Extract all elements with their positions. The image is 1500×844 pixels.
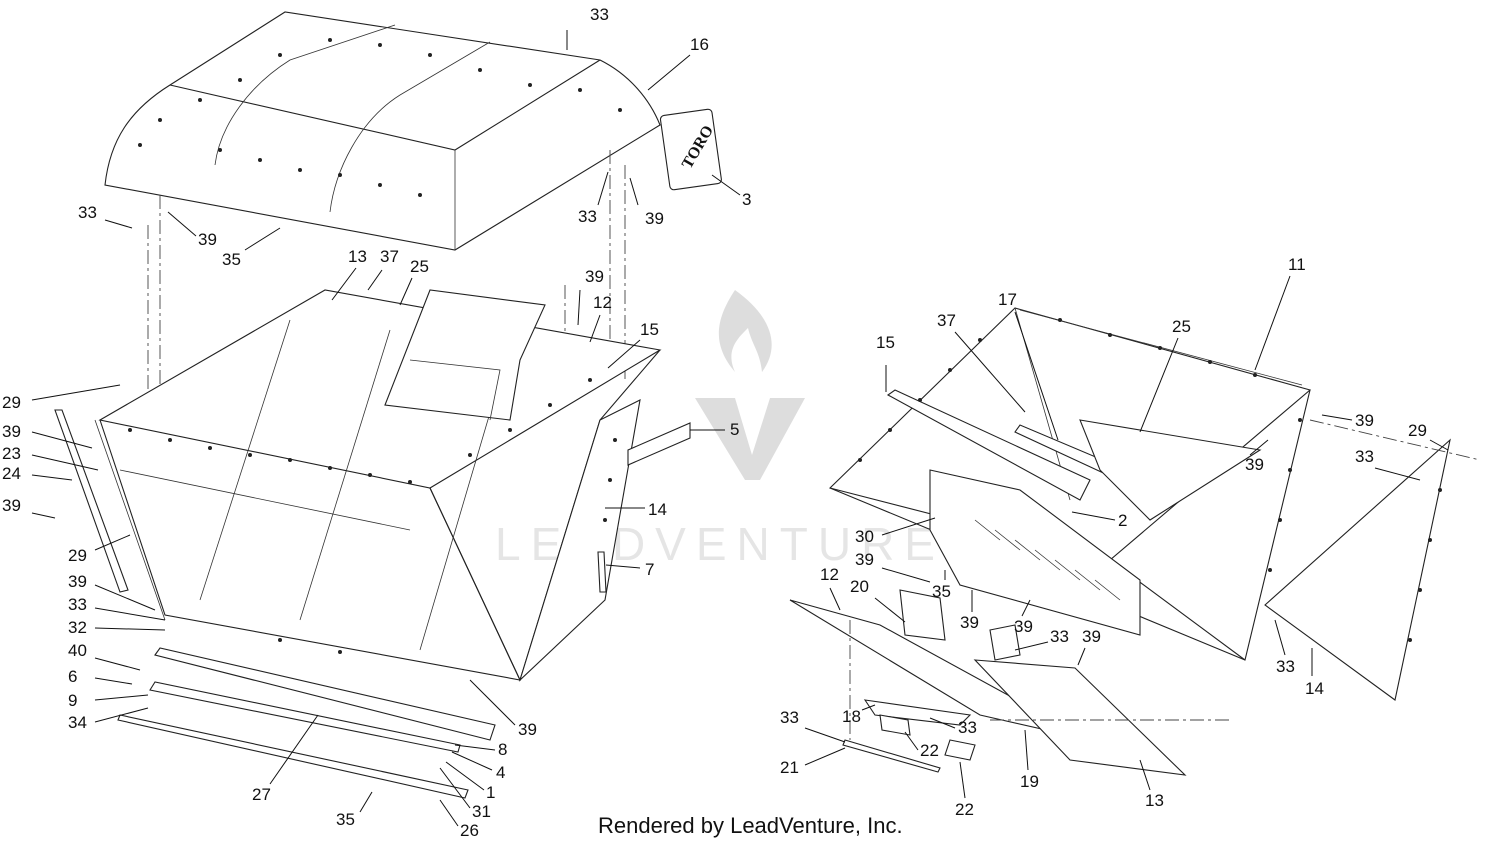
callout: 11 — [1288, 255, 1306, 274]
callout: 25 — [410, 257, 429, 276]
callout: 17 — [998, 290, 1017, 309]
top-cover — [104, 11, 661, 251]
callout: 23 — [2, 444, 21, 463]
callout: 26 — [460, 821, 479, 840]
callout: 32 — [68, 618, 87, 637]
callout: 25 — [1172, 317, 1191, 336]
callout: 34 — [68, 713, 87, 732]
callout: 39 — [585, 267, 604, 286]
callout: 20 — [850, 577, 869, 596]
callout: 3 — [742, 190, 751, 209]
callout: 29 — [1408, 421, 1427, 440]
callout: 29 — [68, 546, 87, 565]
callout: 33 — [958, 718, 977, 737]
callout: 33 — [780, 708, 799, 727]
callout: 7 — [645, 560, 654, 579]
callout: 39 — [518, 720, 537, 739]
callout: 33 — [578, 207, 597, 226]
callout: 39 — [960, 613, 979, 632]
callout: 30 — [855, 527, 874, 546]
callout: 39 — [1082, 627, 1101, 646]
callout: 13 — [348, 247, 367, 266]
callout: 35 — [932, 582, 951, 601]
toro-decal: TORO — [659, 108, 722, 191]
callout: 39 — [198, 230, 217, 249]
callout: 18 — [842, 707, 861, 726]
callout: 31 — [472, 802, 491, 821]
callout: 21 — [780, 758, 799, 777]
callout: 19 — [1020, 772, 1039, 791]
callout: 39 — [1245, 455, 1264, 474]
callout: 37 — [937, 311, 956, 330]
callout: 13 — [1145, 791, 1164, 810]
left-assembly: TORO — [54, 11, 722, 799]
callout: 8 — [498, 740, 507, 759]
callout: 35 — [222, 250, 241, 269]
callout: 15 — [640, 320, 659, 339]
callout: 1 — [486, 783, 495, 802]
callout: 40 — [68, 641, 87, 660]
callout: 33 — [590, 5, 609, 24]
left-callouts: 33 16 3 33 39 33 39 35 13 37 25 39 12 15… — [2, 5, 751, 840]
callout: 12 — [593, 293, 612, 312]
right-callouts: 11 17 25 37 15 39 29 39 33 2 30 39 35 20… — [780, 255, 1449, 819]
callout: 4 — [496, 763, 505, 782]
callout: 39 — [2, 422, 21, 441]
callout: 35 — [336, 810, 355, 829]
callout: 39 — [855, 550, 874, 569]
callout: 33 — [1276, 657, 1295, 676]
callout: 9 — [68, 691, 77, 710]
callout: 33 — [1355, 447, 1374, 466]
callout: 15 — [876, 333, 895, 352]
callout: 39 — [68, 572, 87, 591]
callout: 6 — [68, 667, 77, 686]
callout: 14 — [1305, 679, 1324, 698]
callout: 5 — [730, 420, 739, 439]
rendered-by-footer: Rendered by LeadVenture, Inc. — [598, 813, 903, 838]
callout: 24 — [2, 464, 21, 483]
callout: 12 — [820, 565, 839, 584]
callout: 22 — [920, 741, 939, 760]
callout: 37 — [380, 247, 399, 266]
callout: 2 — [1118, 511, 1127, 530]
callout: 39 — [1014, 617, 1033, 636]
callout: 33 — [68, 595, 87, 614]
callout: 27 — [252, 785, 271, 804]
callout: 16 — [690, 35, 709, 54]
callout: 33 — [1050, 627, 1069, 646]
callout: 22 — [955, 800, 974, 819]
callout: 33 — [78, 203, 97, 222]
callout: 39 — [2, 496, 21, 515]
callout: 29 — [2, 393, 21, 412]
callout: 39 — [1355, 411, 1374, 430]
callout: 14 — [648, 500, 667, 519]
callout: 39 — [645, 209, 664, 228]
right-assembly — [789, 307, 1481, 776]
